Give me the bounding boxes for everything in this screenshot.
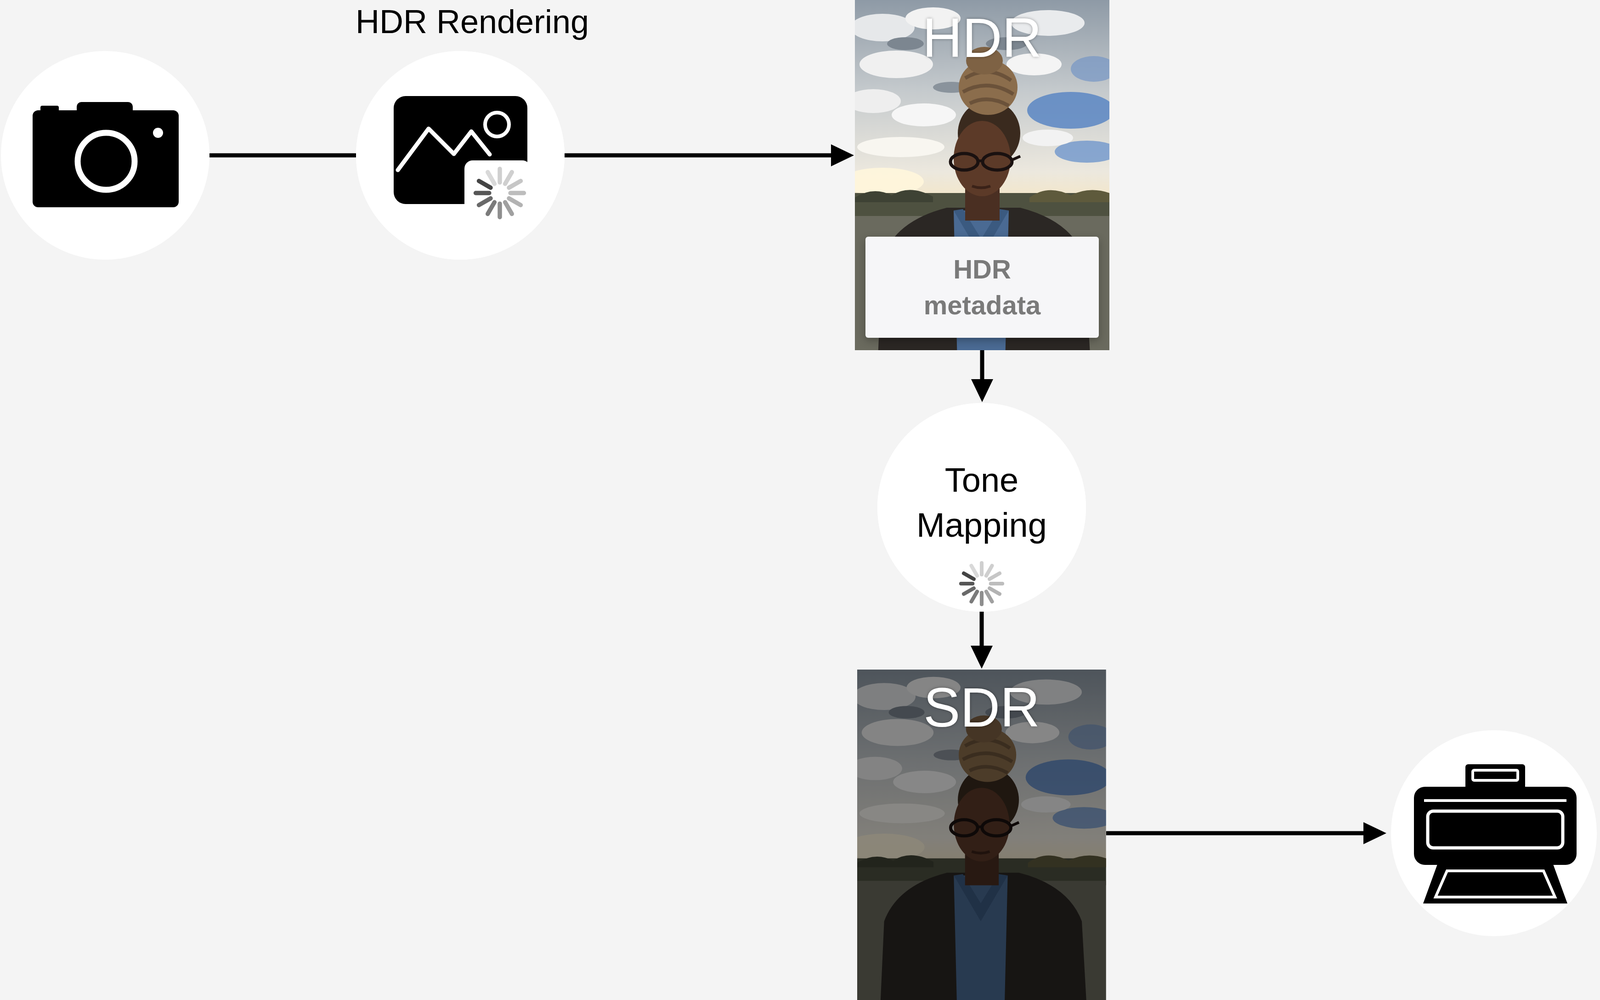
flow-arrow <box>564 153 832 158</box>
circle-outline <box>356 51 565 260</box>
hdr-photo <box>854 0 1110 351</box>
printer-icon <box>1413 786 1577 865</box>
image-frame: SDR <box>857 669 1107 1000</box>
camera-icon <box>0 50 210 260</box>
camera-icon <box>0 50 210 260</box>
render-icon <box>485 112 509 137</box>
printer-icon <box>1465 763 1526 790</box>
camera-icon <box>77 132 135 190</box>
render-icon <box>464 160 531 221</box>
hdr-photo <box>854 0 1110 351</box>
connector-layer <box>564 155 983 647</box>
circle-outline <box>877 403 1086 611</box>
render-icon <box>356 50 565 260</box>
flow-arrow <box>979 611 984 647</box>
tone-circle <box>961 562 1003 605</box>
sdr-photo <box>857 669 1107 1000</box>
process-circle: Tone Mapping <box>877 402 1086 612</box>
metadata-box: HDR metadata <box>865 236 1099 338</box>
node-label: HDR metadata <box>906 251 1058 323</box>
camera-icon <box>152 127 164 138</box>
sdr-photo <box>857 669 1107 1000</box>
tone-circle <box>877 402 1086 612</box>
camera-icon <box>32 110 179 208</box>
printer-icon <box>1435 870 1555 897</box>
render-icon <box>356 50 565 260</box>
render-icon <box>475 169 525 218</box>
node-label: HDR <box>854 0 1110 66</box>
printer-icon <box>1423 862 1568 904</box>
printer-icon <box>1390 729 1597 936</box>
print-arrow <box>1106 831 1365 836</box>
flow-arrow <box>980 350 985 380</box>
camera-icon <box>40 105 59 114</box>
printer-icon <box>1472 769 1518 781</box>
circle-outline <box>356 50 565 260</box>
camera-link <box>209 153 357 158</box>
printer-icon <box>1424 798 1567 802</box>
image-frame: HDR HDR metadata <box>854 0 1110 351</box>
process-circle: HDR Rendering <box>356 50 565 260</box>
node-label: SDR <box>857 669 1107 735</box>
sdr-photo <box>857 669 1107 1000</box>
node-label: Tone Mapping <box>898 457 1065 548</box>
tone-circle <box>877 402 1086 612</box>
printer-icon <box>1390 729 1597 936</box>
printer-icon <box>1427 810 1563 848</box>
node-label: HDR Rendering <box>288 2 656 41</box>
